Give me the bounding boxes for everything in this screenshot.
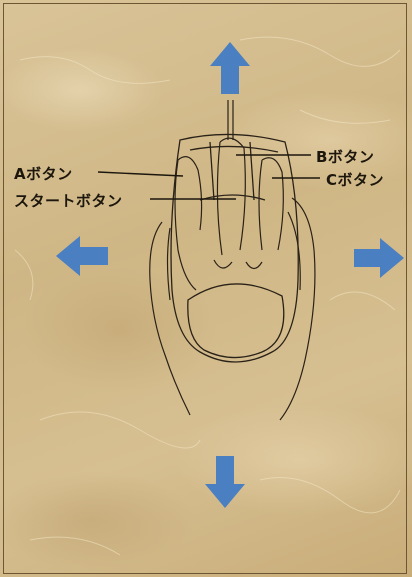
arrow-right-icon xyxy=(354,238,404,278)
label-leader-lines xyxy=(97,154,320,200)
label-start-button: スタートボタン xyxy=(14,192,123,210)
arrow-down-icon xyxy=(205,456,245,508)
mouse-cable xyxy=(227,100,234,140)
arrow-left-icon xyxy=(56,236,108,276)
stone-texture xyxy=(14,36,401,556)
direction-arrows xyxy=(56,42,404,508)
label-b-button: Bボタン xyxy=(316,148,375,166)
label-a-button: Aボタン xyxy=(14,165,73,183)
frame-border xyxy=(3,3,407,574)
arrow-up-icon xyxy=(210,42,250,94)
hand-outline xyxy=(149,137,316,421)
label-c-button: Cボタン xyxy=(326,171,385,189)
mouse-body xyxy=(170,133,299,363)
